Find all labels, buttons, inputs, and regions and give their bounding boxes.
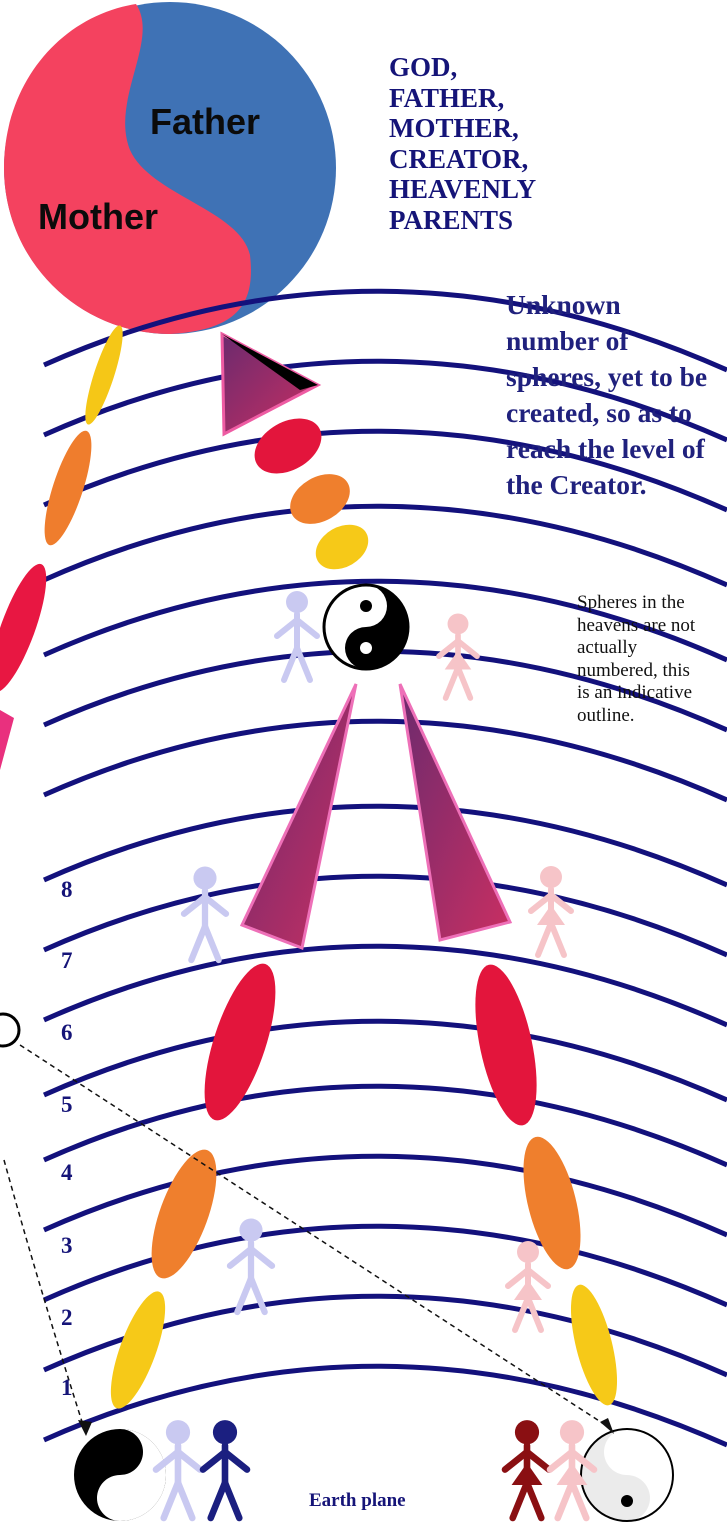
female-figure — [531, 866, 571, 955]
sphere-number: 7 — [61, 948, 73, 974]
heavenly-parents-yin-yang: Father Mother — [4, 2, 336, 334]
earth-plane-label: Earth plane — [309, 1490, 406, 1512]
sphere-number: 6 — [61, 1020, 73, 1046]
god-heading: GOD, FATHER, MOTHER, CREATOR, HEAVENLY P… — [389, 52, 536, 235]
earth-yin-yang-left — [74, 1429, 166, 1521]
sphere-line — [44, 506, 727, 585]
purple-wedge-right — [400, 684, 510, 940]
small-yin-yang — [324, 585, 408, 669]
sphere-line — [44, 1086, 727, 1165]
sphere-number: 2 — [61, 1305, 73, 1331]
heading-line: CREATOR, — [389, 144, 536, 175]
flame-leaf — [138, 1142, 230, 1286]
sphere-line — [44, 721, 727, 800]
male-figure — [203, 1420, 247, 1518]
female-figure — [508, 1241, 548, 1330]
flame-leaf-partial — [0, 710, 14, 770]
flame-leaf — [281, 464, 358, 534]
male-figure — [184, 867, 226, 960]
sphere-line — [44, 876, 727, 955]
male-figure — [277, 591, 317, 680]
earth-yin-yang-right — [581, 1429, 673, 1521]
arrow-head — [600, 1418, 614, 1434]
heading-line: MOTHER, — [389, 113, 536, 144]
flame-leaf — [308, 516, 376, 579]
sphere-line — [44, 946, 727, 1025]
flame-leaf — [245, 407, 331, 485]
sphere-number: 1 — [61, 1375, 73, 1401]
heading-line: HEAVENLY — [389, 174, 536, 205]
partial-yin-yang-left — [0, 1014, 19, 1046]
heading-line: GOD, — [389, 52, 536, 83]
sphere-line — [44, 1226, 727, 1305]
sphere-number: 8 — [61, 877, 73, 903]
mother-label: Mother — [38, 196, 158, 237]
female-figure — [505, 1420, 549, 1518]
sphere-number: 5 — [61, 1092, 73, 1118]
sphere-line — [44, 806, 727, 885]
heading-line: PARENTS — [389, 205, 536, 236]
unknown-spheres-text: Unknown number of spheres, yet to be cre… — [506, 287, 720, 503]
sphere-number: 3 — [61, 1233, 73, 1259]
spheres-note: Spheres in the heavens are not actually … — [577, 592, 707, 727]
sphere-line — [44, 1156, 727, 1235]
sphere-number: 4 — [61, 1160, 73, 1186]
heading-line: FATHER, — [389, 83, 536, 114]
arrow-head — [78, 1420, 92, 1436]
father-label: Father — [150, 101, 260, 142]
